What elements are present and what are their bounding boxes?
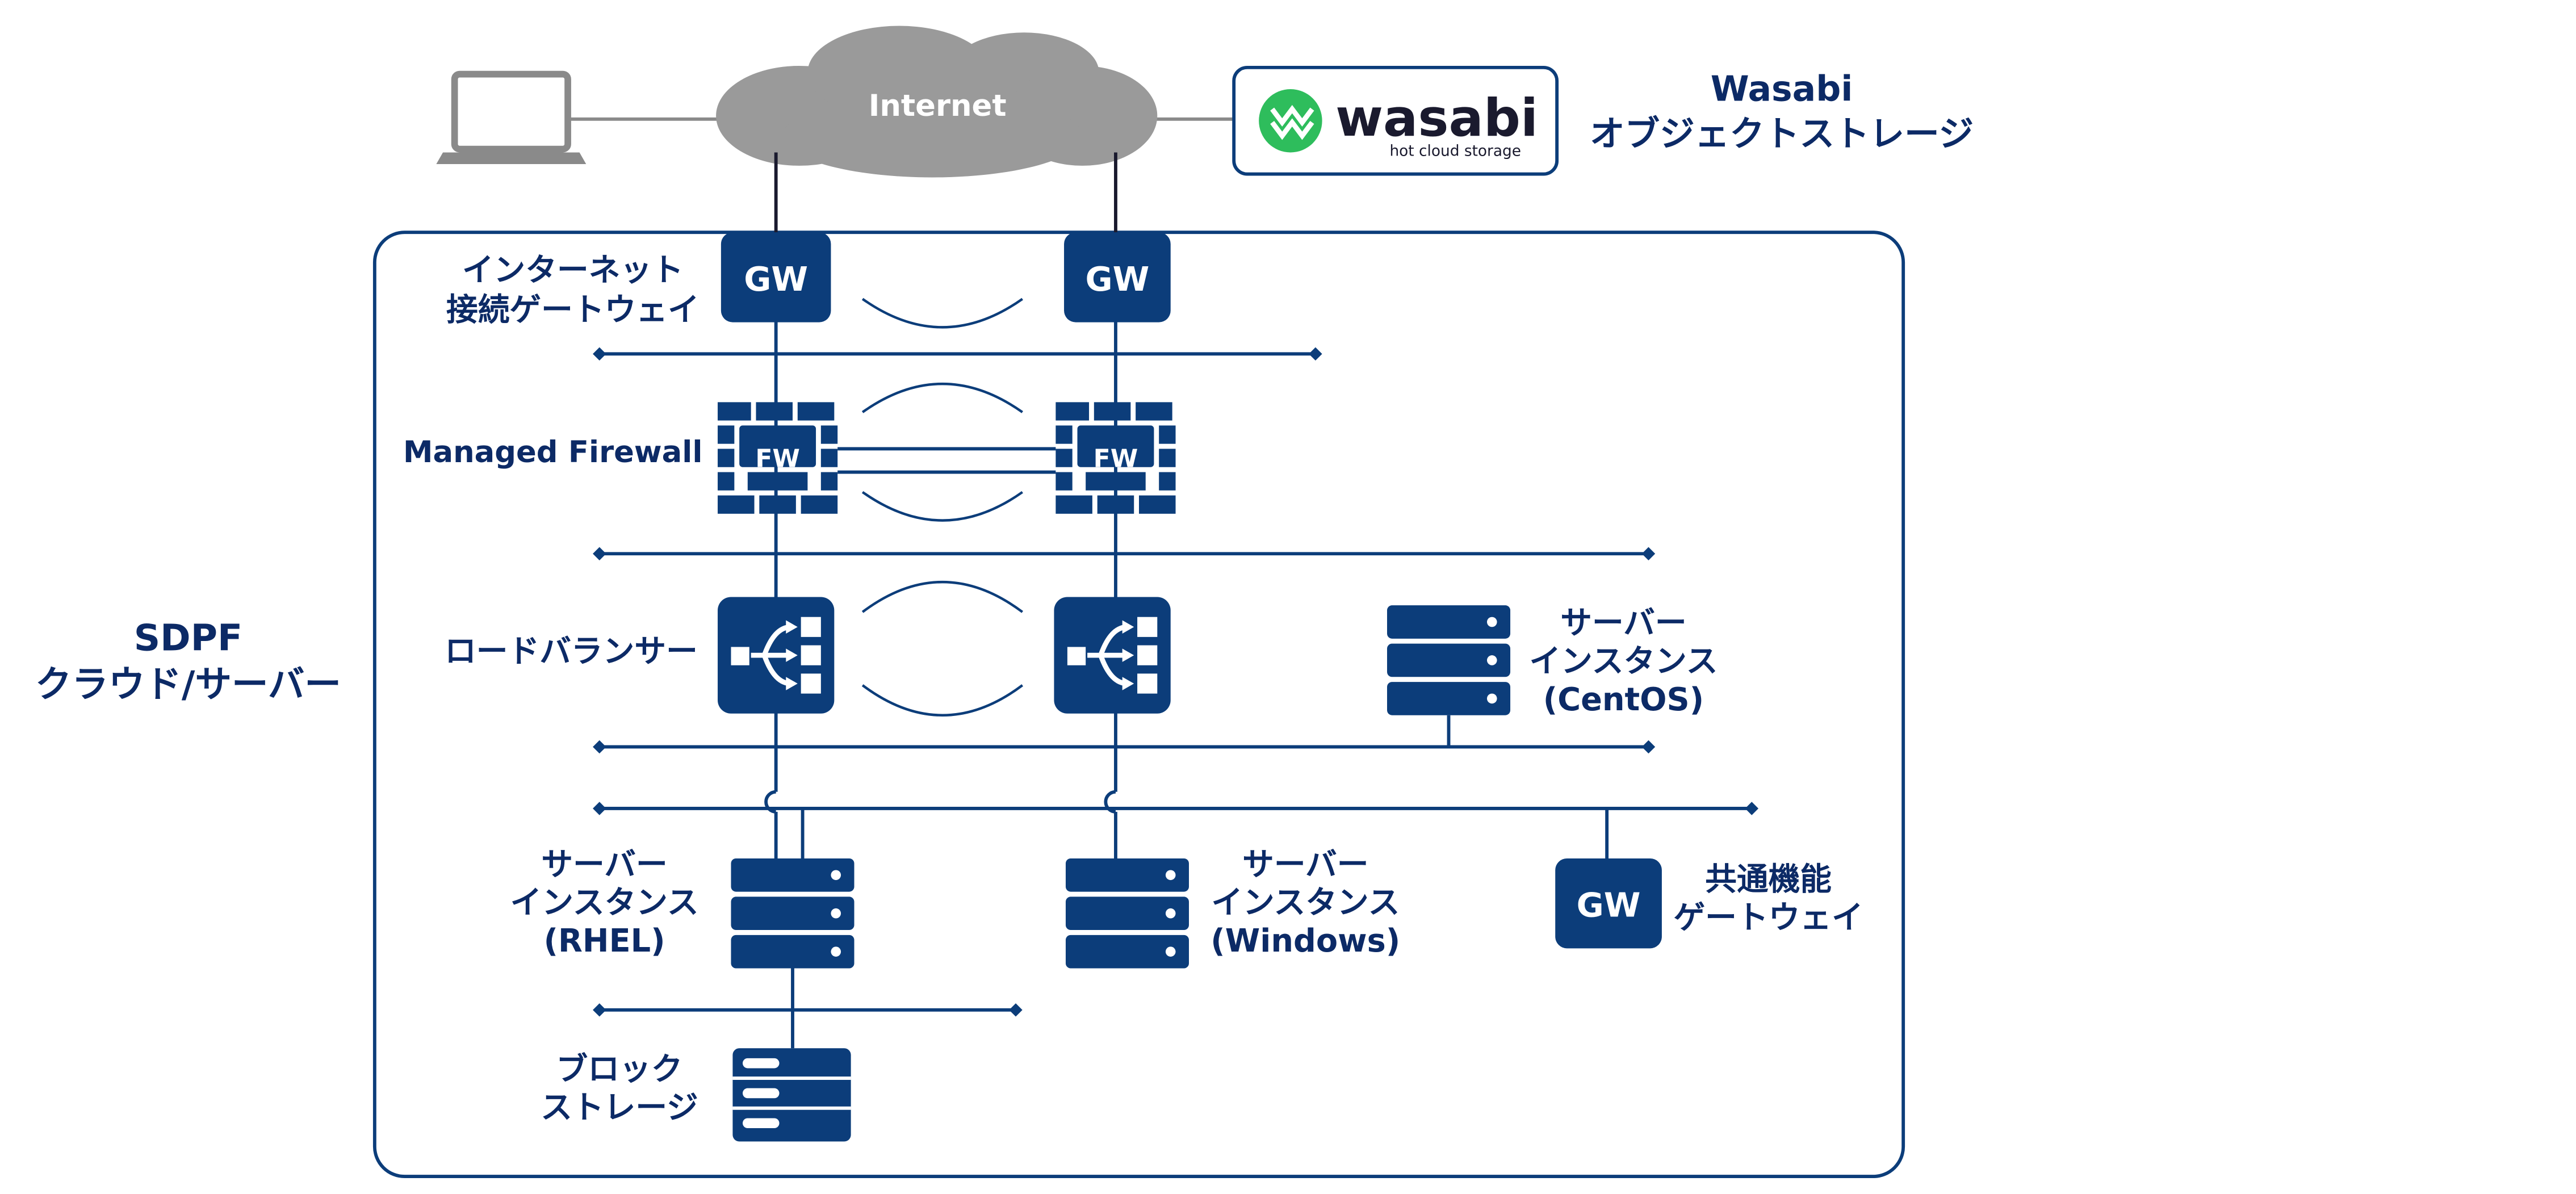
network-segments [593,347,1759,1017]
fw-sync-lines [837,447,1056,474]
gw-icon-left: GW [721,232,831,322]
redundancy-arcs [861,298,1024,717]
windows-label-line-3: (Windows) [1210,923,1400,960]
load-balancer-icon-right [1054,597,1170,714]
block-storage-icon [732,1048,851,1142]
wasabi-mark-icon [1259,89,1322,153]
server-windows-icon [1065,858,1189,969]
load-balancer-icon-left [718,597,834,714]
gw-icon-right: GW [1064,232,1171,322]
centos-label-line-1: サーバー [1560,605,1686,642]
rhel-label-line-2: インスタンス [510,885,699,921]
rhel-label-line-3: (RHEL) [544,923,665,960]
wasabi-logo: wasabi hot cloud storage [1232,65,1559,176]
gw-icon-left-text: GW [744,260,808,299]
common-gw-icon-text: GW [1577,886,1641,925]
fw-right-text: FW [1094,445,1138,474]
common-gw-label-line-2: ゲートウェイ [1673,899,1863,936]
centos-label-line-3: (CentOS) [1543,681,1704,718]
wasabi-tagline: hot cloud storage [1389,143,1521,160]
rhel-label-line-1: サーバー [541,846,667,883]
wasabi-title-line-2: オブジェクトストレージ [1590,114,1974,154]
wasabi-logo-text: wasabi [1335,89,1538,148]
firewall-icon-left: FW [718,402,838,514]
windows-label-line-2: インスタンス [1211,885,1400,921]
gw-label-line-2: 接続ゲートウェイ [446,292,700,329]
sdpf-label-line-2: クラウド/サーバー [35,663,341,706]
block-storage-label-line-1: ブロック [556,1051,683,1088]
laptop-icon [436,70,587,164]
block-storage-label-line-2: ストレージ [541,1089,698,1126]
sdpf-label-line-1: SDPF [134,617,242,659]
server-centos-icon [1387,605,1511,715]
internet-cloud-icon [716,26,1158,178]
centos-label-line-2: インスタンス [1529,643,1718,680]
gw-label-line-1: インターネット [462,252,684,288]
firewall-label: Managed Firewall [403,435,702,470]
common-gw-icon: GW [1555,858,1662,949]
firewall-icon-right: FW [1055,402,1176,514]
load-balancer-label: ロードバランサー [445,633,698,670]
common-gw-label-line-1: 共通機能 [1705,861,1832,898]
internet-label: Internet [869,89,1007,123]
wasabi-title-line-1: Wasabi [1711,69,1853,110]
windows-label-line-1: サーバー [1242,846,1368,883]
fw-left-text: FW [755,445,800,474]
server-rhel-icon [731,858,855,969]
gw-icon-right-text: GW [1085,260,1149,299]
